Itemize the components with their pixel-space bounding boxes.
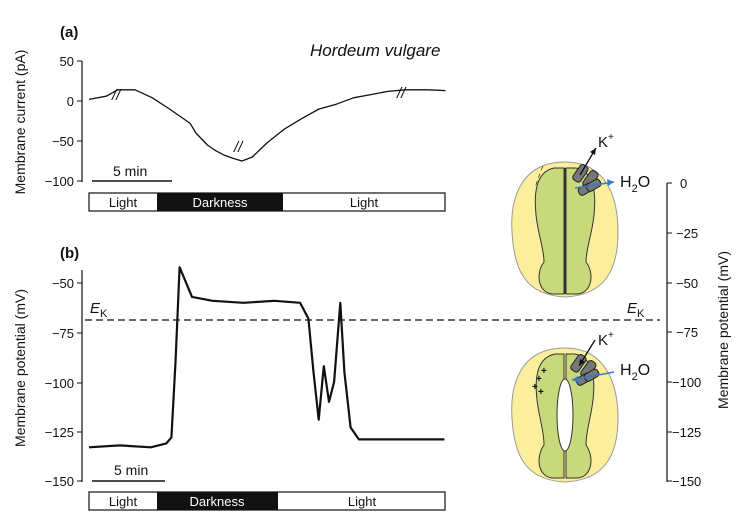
panel-a-scalebar-label: 5 min <box>113 163 147 179</box>
panel-a-light-bar: Light Darkness Light <box>88 192 446 212</box>
panel-b-light-label: Light <box>348 494 377 509</box>
right-ytick: −150 <box>672 474 701 489</box>
h2o-label: H2O <box>620 174 650 195</box>
right-ytick: −50 <box>676 276 698 291</box>
panel-a-label: (a) <box>60 24 78 41</box>
aquaporin-icon <box>575 368 600 386</box>
panel-a-scalebar: 5 min <box>92 163 172 182</box>
panel-b-ytick: −50 <box>52 276 74 291</box>
panel-a-light-label: Light <box>350 195 379 210</box>
h2o-efflux-arrow <box>574 181 615 189</box>
ek-label-left: EK <box>90 300 108 320</box>
svg-text:+: + <box>536 374 542 385</box>
right-ytick: −25 <box>676 226 698 241</box>
panel-b-scalebar-label: 5 min <box>114 462 148 478</box>
panel-b-ytick: −125 <box>45 425 74 440</box>
species-title: Hordeum vulgare <box>310 41 440 60</box>
svg-text:+: + <box>532 382 538 393</box>
panel-b-light-bar: Light Darkness Light <box>88 491 446 511</box>
right-ylabel: Membrane potential (mV) <box>715 251 731 409</box>
panel-b-ytick: −100 <box>45 376 74 391</box>
current-trace-line <box>88 89 446 162</box>
panel-a-ylabel: Membrane current (pA) <box>12 50 28 195</box>
k-label: K+ <box>598 132 614 151</box>
svg-text://: // <box>233 139 244 156</box>
right-ytick: 0 <box>680 176 687 191</box>
h2o-label: H2O <box>620 362 650 383</box>
panel-b-trace <box>88 266 445 449</box>
svg-text:+: + <box>538 387 544 398</box>
svg-text://: // <box>396 85 407 102</box>
panel-a-ytick: −50 <box>52 134 74 149</box>
open-stoma-diagram: + + + + K+ H2O <box>511 330 650 483</box>
panel-b-dark-label: Darkness <box>190 494 245 509</box>
svg-text:+: + <box>541 366 547 377</box>
k-label: K+ <box>598 330 614 349</box>
panel-b-label: (b) <box>60 245 79 262</box>
panel-a-trace <box>88 89 446 162</box>
closed-stoma-diagram: − − − K+ H2O <box>511 132 650 298</box>
panel-a-ytick: 0 <box>67 94 74 109</box>
h2o-influx-arrow <box>571 371 615 381</box>
ek-label-right: EK <box>627 300 645 320</box>
panel-b-ytick: −150 <box>45 474 74 489</box>
open-cell-charges: + + + + <box>532 366 547 398</box>
panel-a-ytick: 50 <box>60 54 74 69</box>
panel-a-light-label: Light <box>109 195 138 210</box>
panel-b-scalebar: 5 min <box>92 462 165 482</box>
panel-b-light-label: Light <box>109 494 138 509</box>
potential-trace-line <box>88 266 445 449</box>
panel-a-dark-label: Darkness <box>193 195 248 210</box>
right-y-axis: 0 −25 −50 −75 −100 −125 −150 <box>666 176 701 489</box>
panel-a-break-marks: // // // <box>111 85 407 156</box>
right-ytick: −75 <box>676 325 698 340</box>
panel-b-y-axis: −50 −75 −100 −125 −150 <box>45 270 83 489</box>
svg-text://: // <box>111 87 122 104</box>
panel-b-ytick: −75 <box>52 326 74 341</box>
panel-a-y-axis: 50 0 −50 −100 <box>45 54 83 189</box>
panel-b-ylabel: Membrane potential (mV) <box>12 289 28 447</box>
panel-a-ytick: −100 <box>45 174 74 189</box>
right-ytick: −100 <box>672 375 701 390</box>
right-ytick: −125 <box>672 425 701 440</box>
